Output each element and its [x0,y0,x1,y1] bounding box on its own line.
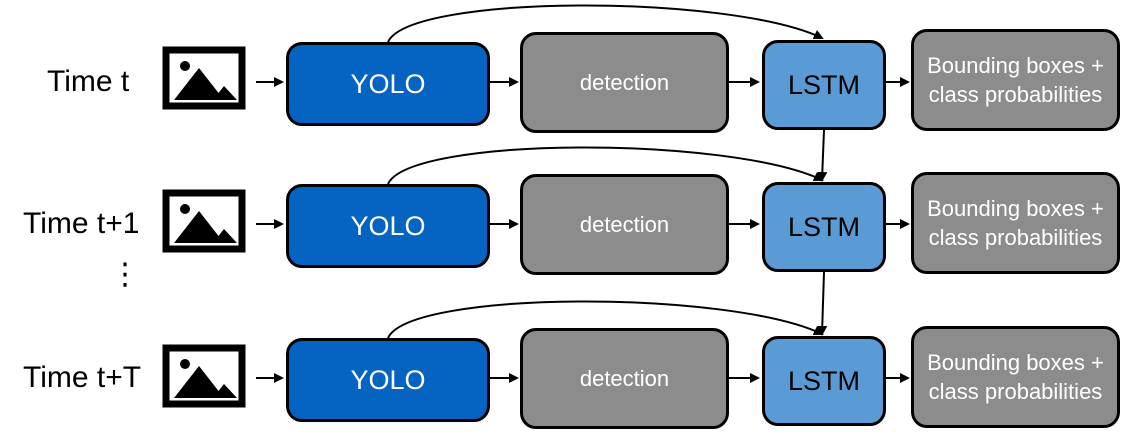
time-label: Time t+1 [23,207,140,240]
arrow-lstm-recurrent [817,129,828,182]
time-label: Time t [47,65,130,98]
image-icon [162,46,246,110]
vertical-ellipsis: ⋮ [110,258,140,291]
yolo-box: YOLO [286,338,490,422]
output-box: Bounding boxes + class probabilities [911,172,1120,274]
detection-box: detection [520,174,729,275]
lstm-box: LSTM [762,336,886,426]
output-box: Bounding boxes + class probabilities [911,29,1120,131]
lstm-box: LSTM [762,182,886,272]
output-box: Bounding boxes + class probabilities [911,326,1120,428]
detection-box: detection [520,328,729,429]
arrow-yolo-skip-to-lstm [387,300,824,339]
arrow-lstm-recurrent [817,271,828,336]
image-icon [162,189,246,253]
arrow-yolo-skip-to-lstm [387,4,824,43]
yolo-box: YOLO [286,184,490,268]
image-icon [162,344,246,408]
time-label: Time t+T [23,361,142,394]
detection-box: detection [520,32,729,133]
arrow-yolo-skip-to-lstm [387,146,824,185]
yolo-box: YOLO [286,42,490,126]
lstm-box: LSTM [762,40,886,130]
